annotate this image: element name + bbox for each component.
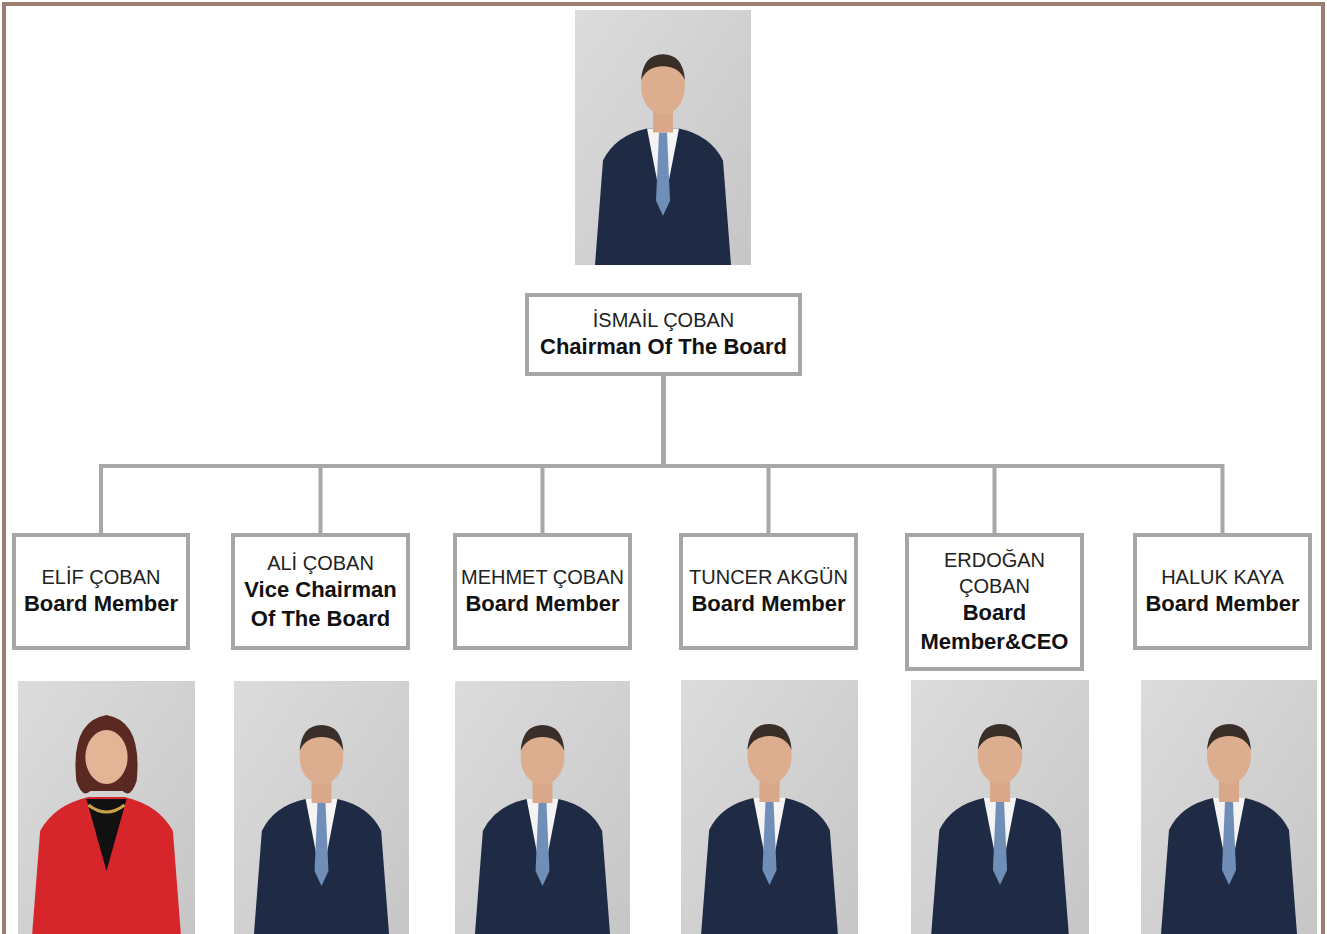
- box-content: TUNCER AKGÜNBoard Member: [685, 560, 852, 623]
- org-connector: [321, 376, 664, 533]
- portrait: [455, 681, 630, 934]
- portrait: [575, 10, 751, 265]
- box-content: ERDOĞAN ÇOBANBoard Member&CEO: [909, 543, 1080, 660]
- person-name: MEHMET ÇOBAN: [461, 564, 624, 590]
- role-title: Board Member: [24, 590, 178, 619]
- portrait: [1141, 680, 1317, 934]
- role-title: Vice Chairman Of The Board: [239, 576, 402, 633]
- person-name: İSMAİL ÇOBAN: [540, 307, 787, 333]
- role-title: Chairman Of The Board: [540, 333, 787, 362]
- portrait: [18, 681, 195, 934]
- person-name: ALİ ÇOBAN: [239, 550, 402, 576]
- org-box: ELİF ÇOBANBoard Member: [12, 533, 190, 650]
- role-title: Board Member&CEO: [913, 599, 1076, 656]
- role-title: Board Member: [461, 590, 624, 619]
- org-connector: [664, 376, 995, 533]
- box-content: ALİ ÇOBANVice Chairman Of The Board: [235, 546, 406, 637]
- photo: [911, 680, 1089, 934]
- portrait: [681, 680, 858, 934]
- person-name: ERDOĞAN ÇOBAN: [913, 547, 1076, 599]
- role-title: Board Member: [1145, 590, 1299, 619]
- photo: [681, 680, 858, 934]
- org-box: İSMAİL ÇOBANChairman Of The Board: [525, 293, 802, 376]
- photo: [1141, 680, 1317, 934]
- org-connector: [543, 376, 664, 533]
- portrait: [234, 681, 409, 934]
- box-content: MEHMET ÇOBANBoard Member: [457, 560, 628, 623]
- org-box: TUNCER AKGÜNBoard Member: [679, 533, 858, 650]
- box-content: İSMAİL ÇOBANChairman Of The Board: [536, 303, 791, 366]
- org-connector: [101, 376, 664, 533]
- photo: [455, 681, 630, 934]
- role-title: Board Member: [689, 590, 848, 619]
- page-frame: [4, 4, 1323, 934]
- person-name: ELİF ÇOBAN: [24, 564, 178, 590]
- photo: [575, 10, 751, 265]
- box-content: HALUK KAYABoard Member: [1141, 560, 1303, 623]
- photo: [18, 681, 195, 934]
- portrait: [911, 680, 1089, 934]
- person-name: HALUK KAYA: [1145, 564, 1299, 590]
- org-box: MEHMET ÇOBANBoard Member: [453, 533, 632, 650]
- org-box: HALUK KAYABoard Member: [1133, 533, 1312, 650]
- photo: [234, 681, 409, 934]
- person-name: TUNCER AKGÜN: [689, 564, 848, 590]
- org-box: ALİ ÇOBANVice Chairman Of The Board: [231, 533, 410, 650]
- org-connector: [664, 376, 1223, 533]
- org-connector: [664, 376, 769, 533]
- box-content: ELİF ÇOBANBoard Member: [20, 560, 182, 623]
- org-box: ERDOĞAN ÇOBANBoard Member&CEO: [905, 533, 1084, 671]
